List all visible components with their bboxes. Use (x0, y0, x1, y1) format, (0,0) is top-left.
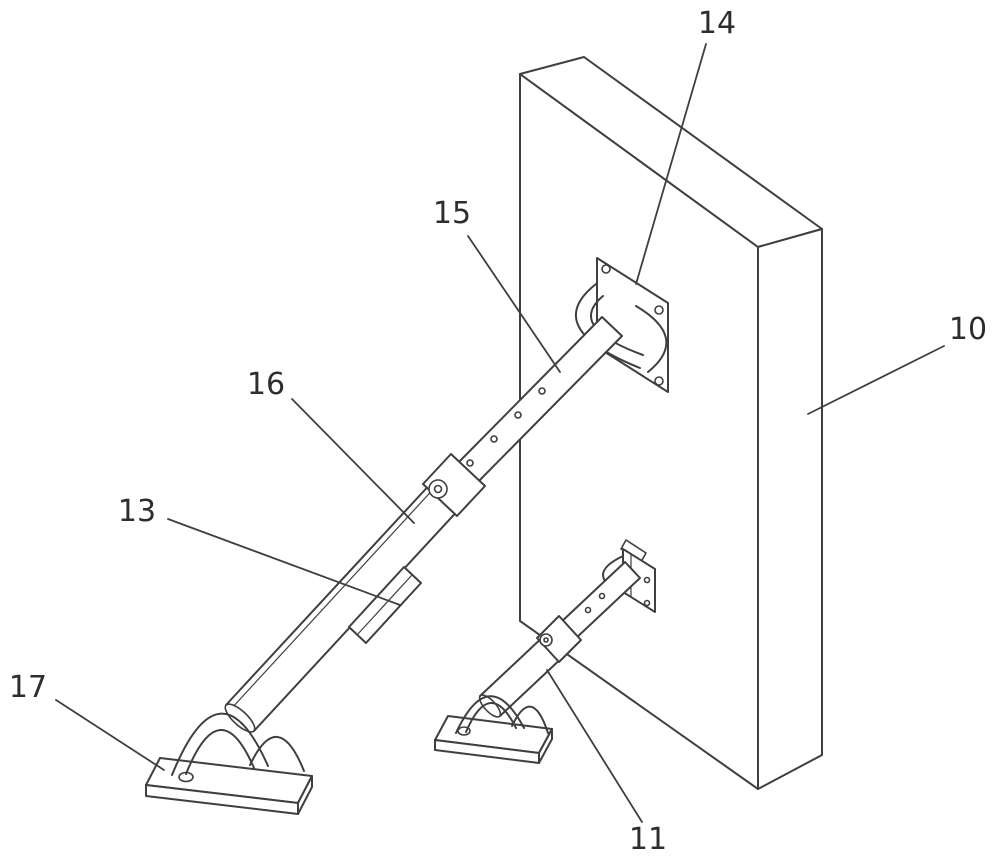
leader-line-13 (167, 518, 401, 606)
outer-tube-end (224, 703, 256, 733)
ref-label-15: 15 (433, 196, 471, 231)
ref-label-13: 13 (118, 494, 156, 529)
base-hinge-dome-inner (185, 729, 255, 775)
base-plate-edge (297, 775, 313, 815)
lower-strut (478, 561, 641, 718)
ref-label-11: 11 (629, 822, 667, 857)
base-hinge-dome-rear (511, 705, 549, 734)
plate-bolt-hole (654, 305, 664, 315)
leader-line-17 (55, 699, 165, 771)
plate-bolt-hole (601, 264, 611, 274)
adjust-hole (466, 459, 474, 467)
base-plate-edge (538, 728, 553, 764)
small-collar (536, 615, 582, 663)
ref-label-17: 17 (9, 670, 47, 705)
left-base (145, 712, 313, 815)
base-hinge-dome-inner (465, 702, 517, 733)
base-hinge-dome-rear (249, 735, 305, 772)
collar-knob-center (433, 484, 443, 494)
bracket-hole (643, 576, 651, 584)
base-hinge-dome (455, 695, 525, 734)
leader-line-11 (546, 669, 643, 823)
hinge-dome-front (575, 283, 641, 369)
ref-label-14: 14 (698, 6, 736, 41)
right-base (434, 695, 553, 764)
hinge-dome-rear (635, 305, 668, 373)
adjust-hole (514, 411, 522, 419)
ref-label-16: 16 (247, 367, 285, 402)
adjust-hole (584, 606, 592, 614)
panel-side-face (757, 228, 823, 790)
mount-plate-face (596, 257, 669, 393)
plate-bolt-hole (654, 376, 664, 386)
bracket-hole (643, 599, 651, 607)
leader-line-16 (291, 398, 415, 524)
adjust-hole (598, 592, 606, 600)
adjustment-collar (422, 453, 486, 517)
lock-clamp-line (356, 574, 413, 636)
leader-line-14 (635, 43, 707, 285)
leader-line-15 (467, 235, 561, 373)
outer-tube-edge-line (230, 483, 439, 710)
adjust-hole (538, 387, 546, 395)
leader-line-10 (807, 345, 945, 415)
base-hinge-dome (171, 712, 269, 776)
upper-strut (224, 316, 623, 733)
annotations: 14 15 16 13 17 10 11 (9, 6, 987, 857)
outer-tube (225, 479, 463, 732)
adjust-hole (490, 435, 498, 443)
small-collar-knob-center (543, 637, 549, 643)
ref-label-10: 10 (949, 312, 987, 347)
